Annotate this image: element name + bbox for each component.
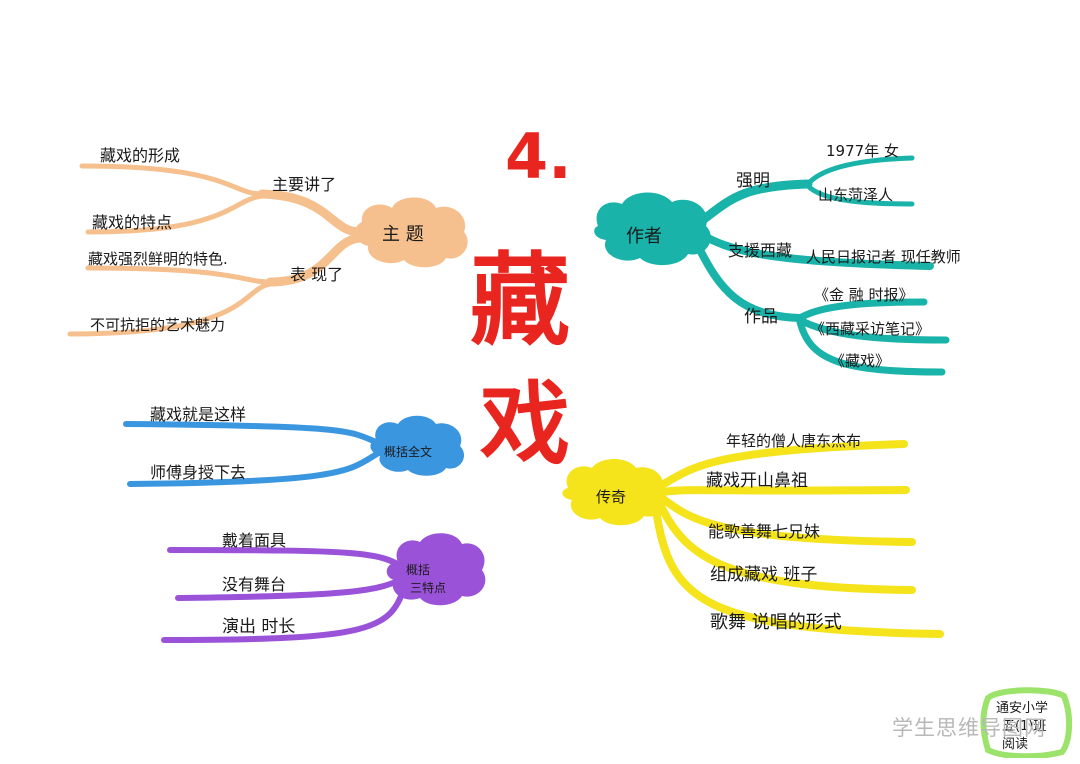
theme-sub-2: 表 现了 bbox=[290, 265, 343, 284]
legend-leaf-2: 藏戏开山鼻祖 bbox=[706, 471, 808, 491]
branch-legend bbox=[652, 440, 944, 638]
title-char-1: 藏 bbox=[470, 242, 570, 359]
class-stamp: 通安小学 五(1)班 阅读 bbox=[980, 687, 1072, 758]
summary-leaf-1: 藏戏就是这样 bbox=[150, 405, 246, 424]
features-label-line1: 概括 bbox=[406, 562, 430, 577]
theme-label: 主 题 bbox=[382, 224, 424, 245]
author-sub-1: 强明 bbox=[736, 171, 770, 191]
branch-summary bbox=[123, 421, 383, 487]
legend-leaf-1: 年轻的僧人唐东杰布 bbox=[726, 432, 861, 450]
author-sub-2: 支援西藏 bbox=[728, 241, 792, 260]
features-leaf-3: 演出 时长 bbox=[222, 617, 295, 637]
summary-leaf-2: 师傅身授下去 bbox=[150, 463, 246, 482]
author-leaf-6: 《藏戏》 bbox=[830, 352, 890, 370]
theme-node: 主 题 bbox=[355, 197, 468, 268]
legend-label: 传奇 bbox=[596, 488, 626, 506]
watermark: 学生思维导图网 bbox=[892, 716, 1046, 740]
author-leaf-4: 《金 融 时报》 bbox=[814, 286, 914, 304]
author-leaf-2: 山东菏泽人 bbox=[818, 186, 893, 204]
stamp-line-3: 阅读 bbox=[1002, 737, 1028, 752]
summary-node: 概括全文 bbox=[370, 415, 465, 476]
branch-theme bbox=[67, 163, 365, 337]
title-number: 4. bbox=[505, 120, 572, 193]
features-leaf-1: 戴着面具 bbox=[222, 531, 286, 550]
author-leaf-5: 《西藏采访笔记》 bbox=[810, 320, 930, 338]
legend-leaf-4: 组成藏戏 班子 bbox=[710, 565, 817, 585]
stamp-line-2: 五(1)班 bbox=[1002, 719, 1046, 734]
branch-author bbox=[694, 155, 950, 376]
summary-label: 概括全文 bbox=[384, 444, 432, 459]
theme-leaf-4: 不可抗拒的艺术魅力 bbox=[90, 316, 225, 334]
theme-sub-1: 主要讲了 bbox=[272, 175, 336, 194]
legend-leaf-5: 歌舞 说唱的形式 bbox=[710, 612, 842, 633]
legend-leaf-3: 能歌善舞七兄妹 bbox=[708, 522, 820, 541]
theme-leaf-2: 藏戏的特点 bbox=[92, 213, 172, 232]
features-label-line2: 三特点 bbox=[410, 580, 446, 595]
stamp-line-1: 通安小学 bbox=[996, 700, 1048, 716]
author-sub-3: 作品 bbox=[744, 307, 778, 327]
author-leaf-1: 1977年 女 bbox=[826, 142, 899, 160]
title-char-2: 戏 bbox=[480, 372, 570, 477]
central-title: 4. 藏 戏 bbox=[470, 120, 572, 477]
features-node: 概括 三特点 bbox=[386, 533, 486, 606]
theme-leaf-3: 藏戏强烈鲜明的特色. bbox=[88, 250, 228, 268]
author-node: 作者 bbox=[594, 192, 711, 266]
features-leaf-2: 没有舞台 bbox=[222, 575, 286, 594]
theme-leaf-1: 藏戏的形成 bbox=[100, 146, 180, 165]
legend-node: 传奇 bbox=[562, 459, 666, 526]
author-leaf-3: 人民日报记者 现任教师 bbox=[806, 248, 961, 266]
author-label: 作者 bbox=[626, 226, 662, 247]
